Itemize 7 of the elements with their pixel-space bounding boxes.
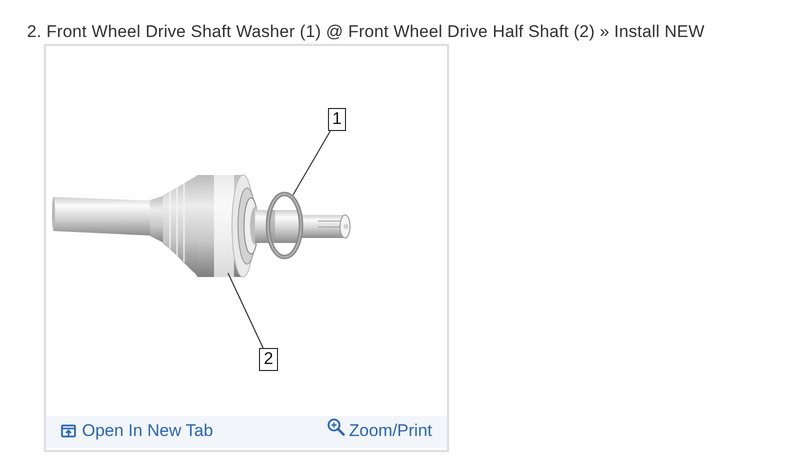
zoom-print-link: Zoom/Print: [327, 421, 432, 441]
callout-number: 2: [259, 348, 278, 371]
callout-number: 1: [328, 108, 346, 131]
open-in-new-tab-link: Open In New Tab: [61, 421, 214, 441]
step-title: 2. Front Wheel Drive Shaft Washer (1) @ Front Wheel Drive Half Shaft (2) » Install NEW: [27, 22, 705, 42]
leader-line: [228, 272, 264, 348]
leader-line: [292, 130, 331, 196]
